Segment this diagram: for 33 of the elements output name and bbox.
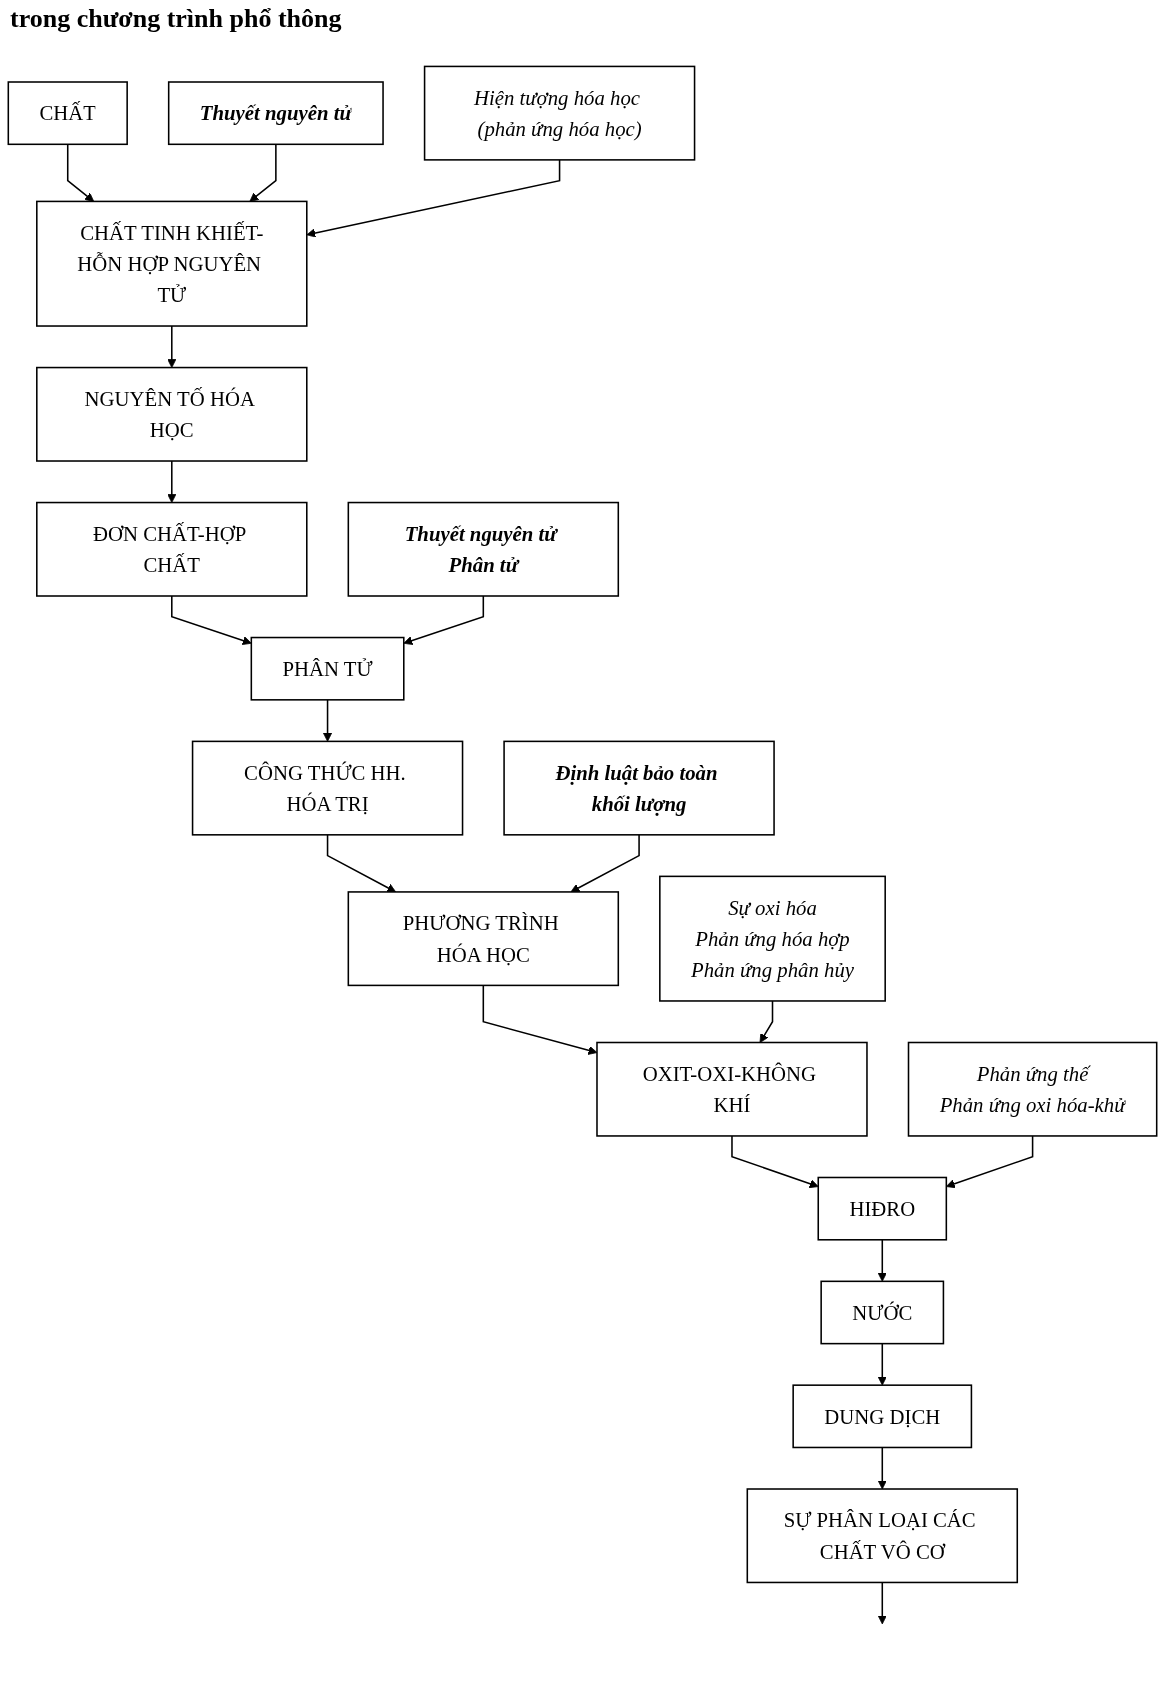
arrow — [306, 159, 561, 238]
node-box: HIĐRO — [817, 1176, 948, 1241]
node-box: Hiện tượng hóa học (phản ứng hóa học) — [423, 65, 696, 161]
node-box: Thuyết nguyên tử Phân tử — [347, 501, 620, 597]
arrow — [403, 595, 485, 645]
arrow — [66, 143, 95, 202]
node-box: PHƯƠNG TRÌNH HÓA HỌC — [347, 891, 620, 987]
arrow — [249, 143, 277, 202]
node-box: PHÂN TỬ — [250, 636, 405, 701]
arrow — [167, 325, 177, 368]
diagram-title: trong chương trình phổ thông — [9, 3, 343, 35]
node-box: CÔNG THỨC HH. HÓA TRỊ — [191, 740, 464, 836]
node-box: CHẤT — [7, 81, 128, 146]
arrow — [326, 834, 397, 893]
arrow — [759, 1000, 774, 1043]
node-box: NƯỚC — [820, 1280, 945, 1345]
arrow — [731, 1135, 819, 1189]
arrow — [570, 834, 640, 893]
node-box: OXIT-OXI-KHÔNG KHÍ — [596, 1041, 868, 1137]
arrow — [171, 595, 252, 645]
arrow — [877, 1581, 887, 1625]
node-box: NGUYÊN TỐ HÓA HỌC — [36, 366, 308, 462]
arrow — [323, 699, 333, 742]
arrow — [877, 1446, 887, 1490]
node-box: Sự oxi hóa Phản ứng hóa hợp Phản ứng phân hủy — [659, 875, 886, 1002]
arrow — [877, 1342, 887, 1386]
node-box: CHẤT TINH KHIẾT-HỖN HỢP NGUYÊN TỬ — [36, 200, 308, 327]
arrow — [167, 460, 177, 503]
node-box: Định luật bảo toàn khối lượng — [503, 740, 775, 836]
node-box: DUNG DỊCH — [792, 1384, 973, 1449]
node-box: ĐƠN CHẤT-HỢP CHẤT — [36, 501, 308, 597]
node-box: SỰ PHÂN LOẠI CÁC CHẤT VÔ CƠ — [746, 1488, 1019, 1584]
arrow — [877, 1239, 887, 1282]
